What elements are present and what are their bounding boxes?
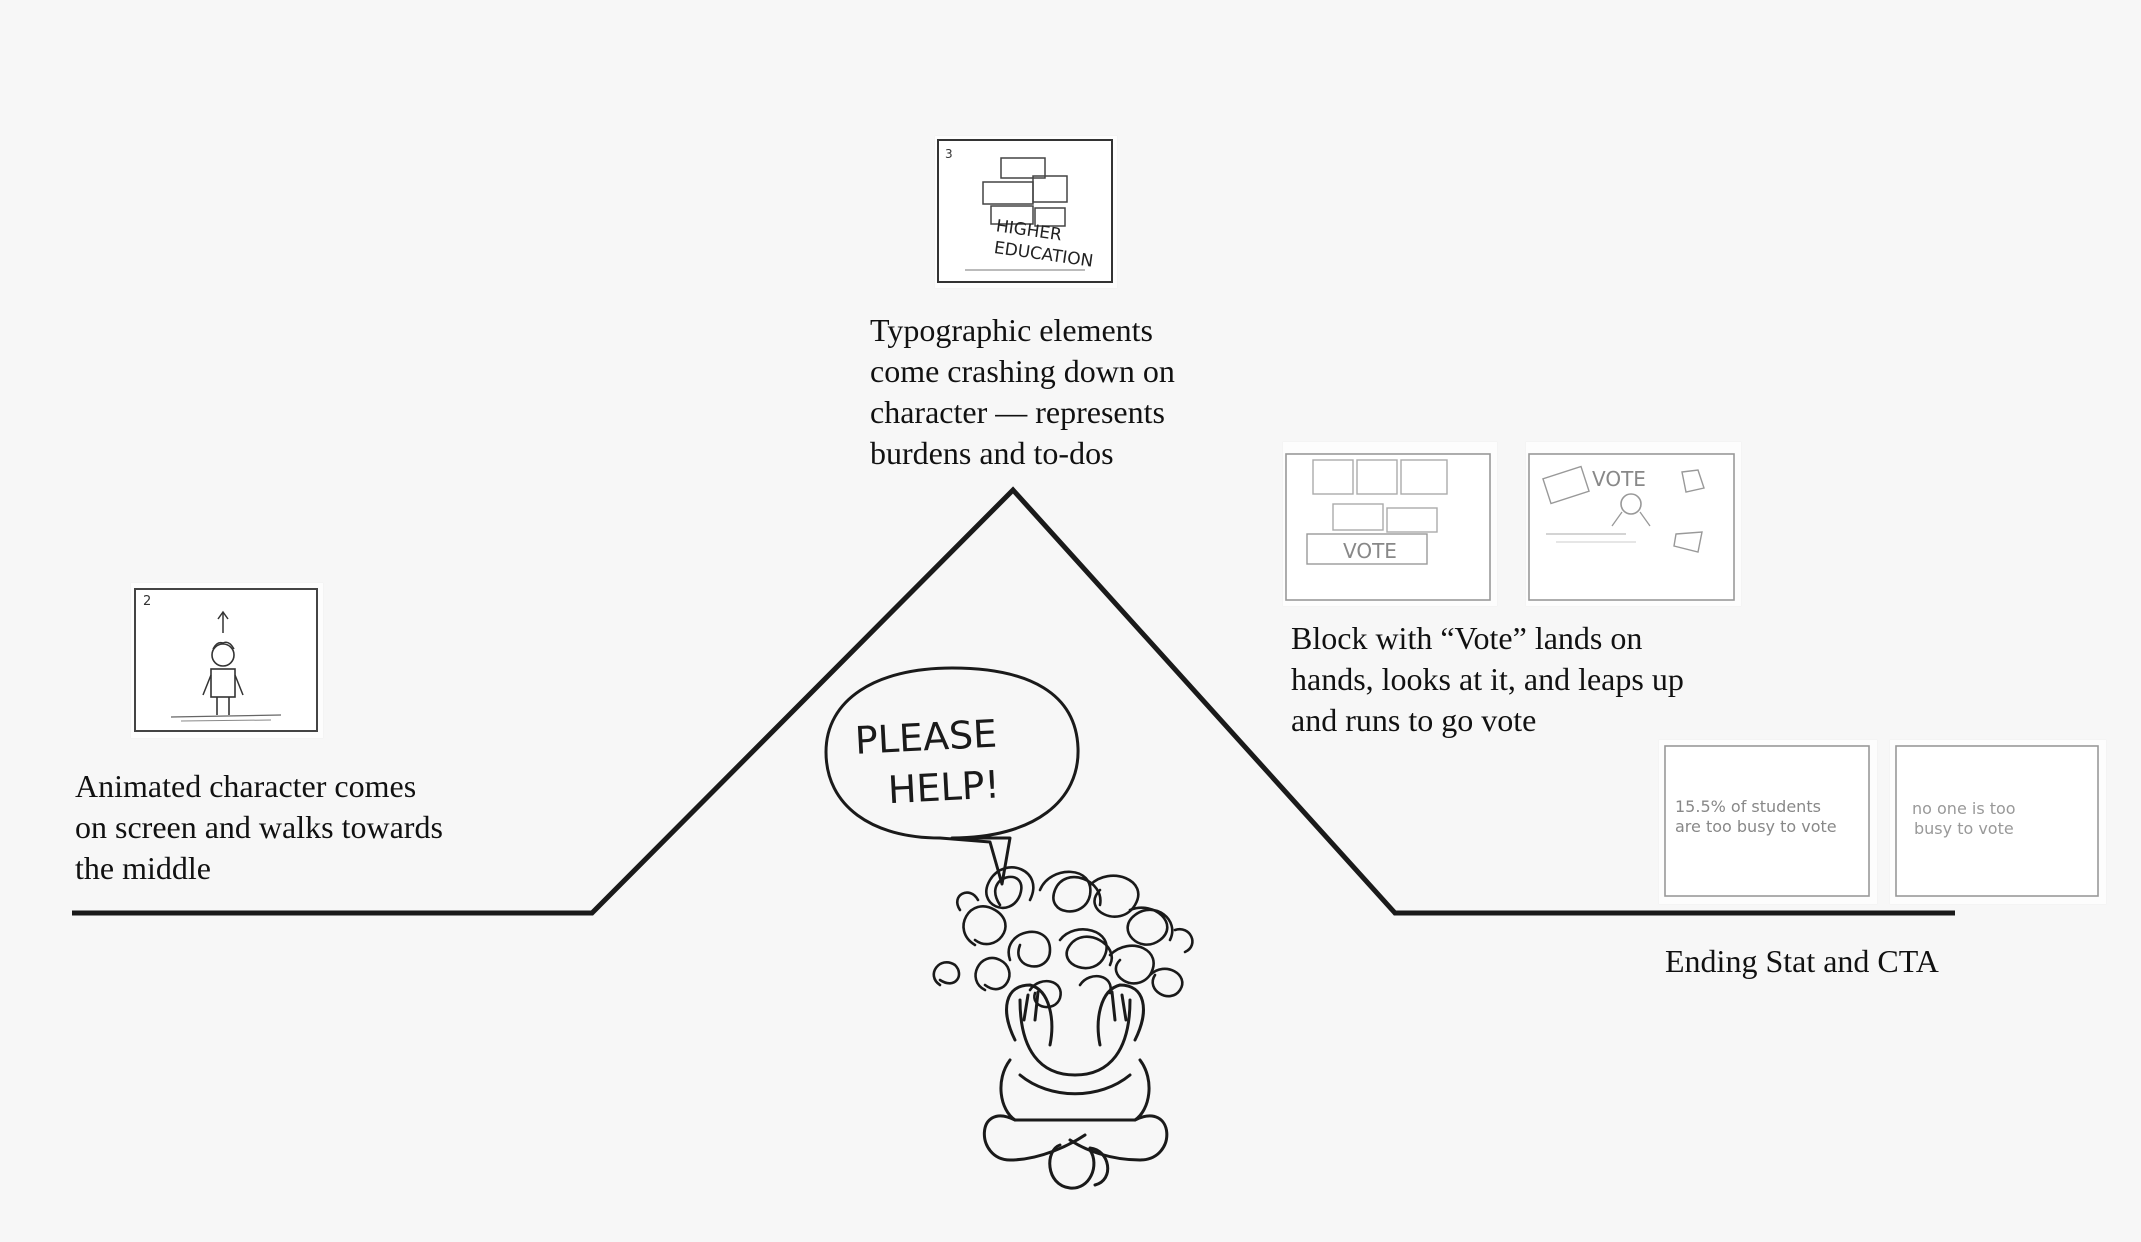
- sketch-word: VOTE: [1592, 467, 1646, 491]
- caption-line: on screen and walks towards: [75, 809, 443, 845]
- sketch-typographic-elements: 3 HIGHER EDUCATION: [935, 136, 1117, 288]
- cta-line: busy to vote: [1914, 819, 2014, 838]
- sketch-vote-block-landing: VOTE: [1283, 442, 1497, 606]
- arc-line: [72, 486, 1955, 916]
- sketch-number: 2: [143, 594, 151, 609]
- sketch-number: 3: [945, 147, 953, 161]
- caption-start: Animated character comes on screen and w…: [75, 766, 443, 889]
- sketch-ending-cta: no one is too busy to vote: [1890, 740, 2106, 904]
- caption-line: come crashing down on: [870, 353, 1175, 389]
- caption-line: hands, looks at it, and leaps up: [1291, 661, 1684, 697]
- speech-bubble: PLEASE HELP!: [824, 666, 1080, 886]
- scribble-cloud: [932, 866, 1194, 1009]
- caption-resolution: Block with “Vote” lands on hands, looks …: [1291, 618, 1684, 741]
- sketch-walking-character: 2: [131, 583, 323, 738]
- caption-end: Ending Stat and CTA: [1665, 941, 1939, 982]
- stat-line: 15.5% of students: [1675, 797, 1821, 816]
- caption-line: Animated character comes: [75, 768, 417, 804]
- caption-peak: Typographic elements come crashing down …: [870, 310, 1175, 474]
- caption-line: the middle: [75, 850, 211, 886]
- sitting-character: [982, 983, 1169, 1190]
- caption-line: and runs to go vote: [1291, 702, 1537, 738]
- caption-line: Typographic elements: [870, 312, 1153, 348]
- stat-line: are too busy to vote: [1675, 817, 1837, 836]
- sketch-word: VOTE: [1343, 539, 1397, 563]
- caption-line: burdens and to-dos: [870, 435, 1114, 471]
- caption-line: character — represents: [870, 394, 1165, 430]
- speech-bubble-line: HELP!: [887, 762, 1001, 812]
- sketch-ending-stat: 15.5% of students are too busy to vote: [1659, 740, 1877, 904]
- sketch-vote-leap: VOTE: [1526, 442, 1741, 606]
- caption-line: Block with “Vote” lands on: [1291, 620, 1643, 656]
- speech-bubble-line: PLEASE: [854, 712, 998, 763]
- cta-line: no one is too: [1912, 799, 2016, 818]
- caption-line: Ending Stat and CTA: [1665, 943, 1939, 979]
